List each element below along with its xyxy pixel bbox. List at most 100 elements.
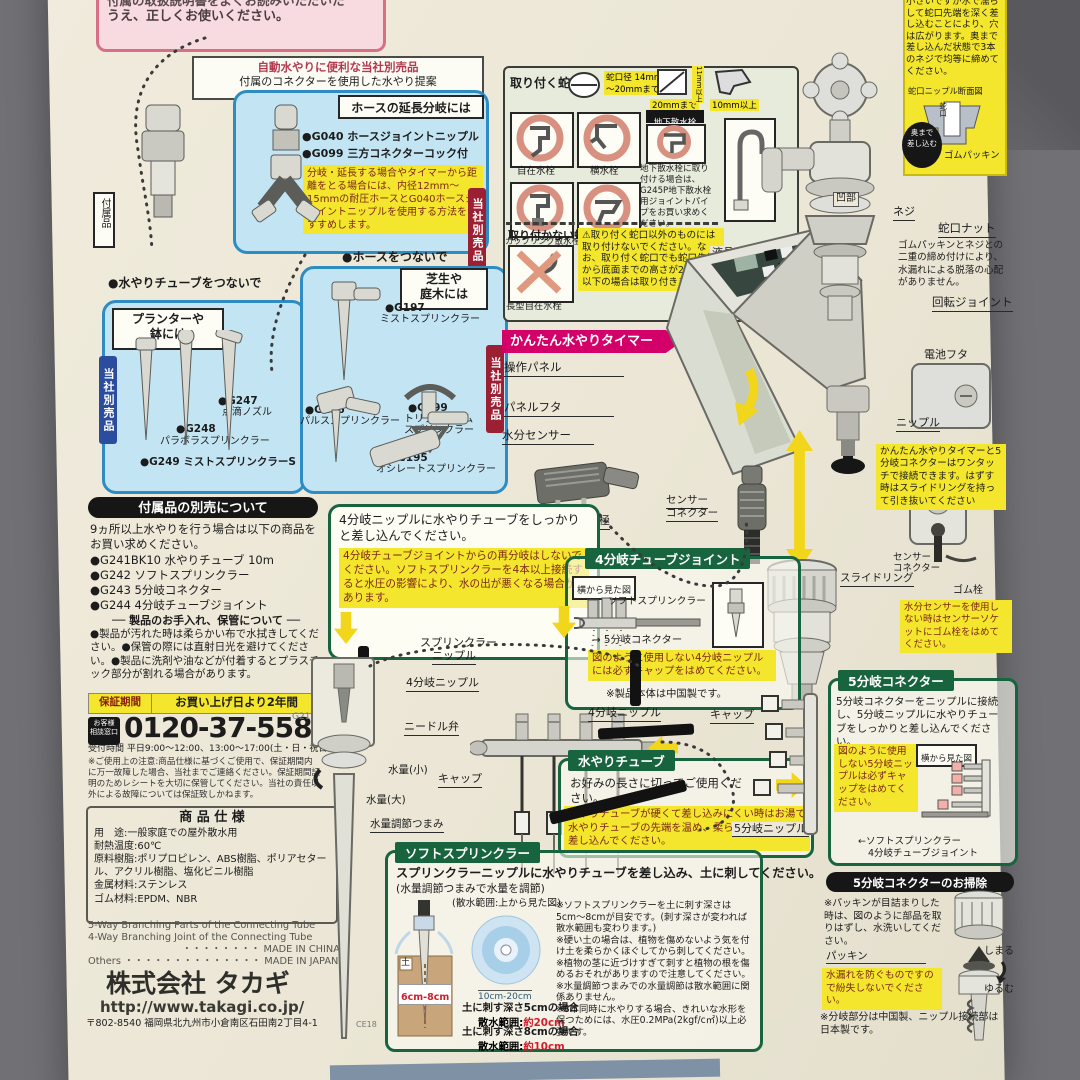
phone-number: 0120-37-5580 [124, 711, 331, 744]
five-way-ref-2: 4分岐チューブジョイント [868, 848, 978, 859]
phone-badge-l1: お客様 [93, 719, 115, 727]
spec-r1-value: 一般家庭での屋外散水用 [127, 827, 238, 839]
insert-bubble: 4分岐ニップルに水やりチューブをしっかりと差し込んでください。 4分岐チューブジ… [328, 504, 600, 660]
rubber-packing-label: ゴムパッキン [944, 150, 1000, 161]
tighten-label: しまる [984, 946, 1014, 957]
g196-name: パルススプリンクラー [300, 416, 400, 427]
sensor-connector-label-2: コネクター [666, 507, 719, 523]
four-way-title: 4分岐チューブジョイント [585, 548, 751, 569]
depth-range-text: 6cm-8cm [401, 992, 450, 1003]
hose-item-g040: ●G040 ホースジョイントニップル [302, 130, 479, 143]
timer-ribbon: かんたん水やりタイマー [502, 330, 682, 353]
notice-line2: うえ、正しくお使いください。 [107, 9, 290, 24]
square-note-2: 11mm以上 [692, 66, 704, 103]
sensor-unused-note: 水分センサーを使用しない時はセンサーソケットにゴム栓をはめてください。 [900, 600, 1012, 654]
g199-name2: スプリンクラー [404, 425, 474, 436]
attachment-text: 付属品 [99, 198, 110, 228]
hose-extension-title: ホースの延長分岐には [338, 95, 484, 119]
needle-sprinkler-cutaway [311, 657, 375, 1039]
rotate-joint-label: 回転ジョイント [932, 295, 1013, 312]
accessories-intro: 9ヵ所以上水やりを行う場合は以下の商品をお買い求めください。 [90, 522, 316, 551]
case1-range-label: 散水範囲: [478, 1017, 524, 1029]
spray-topview-diagram [471, 915, 541, 985]
hose-note: 分岐・延長する場合やタイマーから距離をとる場合には、内径12mm〜15mmの耐圧… [303, 165, 483, 234]
g247-name: 点滴ノズル [222, 407, 272, 418]
case2-range-value: 約10cm [523, 1041, 565, 1053]
notice-box: 付属の取扱説明書をよくお読みいただいた うえ、正しくお使いください。 [96, 0, 386, 52]
tighten-note: ゴムパッキンとネジとの二重の締め付けにより、水漏れによる脱落の心配がありません。 [898, 240, 1004, 288]
footer-code: CE18 [356, 1020, 377, 1029]
lawn-sprinklers-illustration [316, 281, 469, 468]
accessories-item-3: ●G243 5分岐コネクター [90, 583, 222, 597]
four-way-sideview-text: 横から見た図 [577, 586, 632, 596]
warranty-value: お買い上げ日より2年間 [175, 695, 298, 709]
cleaning-title-text: 5分岐コネクターのお掃除 [852, 876, 988, 890]
nipple-note: 小さいですが水で濡らして蛇口先端を深く差し込むことにより、穴は広がります。奥まで… [906, 0, 999, 77]
section-faucet-char: 蛇口 [938, 102, 948, 117]
cap-label-left: キャップ [438, 772, 482, 789]
screw-label: ネジ [893, 205, 915, 222]
faucet-panel-divider [506, 222, 718, 225]
y-connector-illustration [251, 104, 321, 223]
planter-label: プランターや 鉢には [112, 308, 224, 350]
tap-with-timer-illustration [761, 52, 878, 321]
packing-label: パッキン [826, 950, 926, 965]
g248-name: パラボラスプリンクラー [160, 436, 270, 447]
horizontal-tap-icon [583, 114, 631, 162]
underground-tap-text: 地下散水栓 [653, 118, 697, 128]
lawn-l1: 芝生や [425, 272, 462, 286]
phone-code: G216 [292, 712, 317, 722]
lawn-label: 芝生や 庭木には [400, 268, 488, 310]
sprinkler-nipple-label-1: スプリンクラー [420, 636, 497, 649]
sensor-connector2-label-1: センサー [893, 552, 932, 563]
five-way-body: 5分岐コネクターをニップルに接続し、5分岐ニップルに水やりチューブをしっかりと差… [836, 696, 999, 748]
hose-item-g099: ●G099 三方コネクターコック付 [302, 147, 468, 160]
recess-label: 凹部 [833, 192, 859, 207]
four-way-five-label: → 5分岐コネクター [592, 634, 683, 646]
section-diagram-label: 蛇口ニップル断面図 [908, 86, 983, 96]
besshin-tab-left: 当社別売品 [99, 356, 117, 444]
footer-en-1: 5-Way Branching Parts of the Connecting … [88, 920, 316, 931]
spec-r3-value: ポリプロピレン、ABS樹脂、ポリアセタール、アクリル樹脂、塩化ビニル樹脂 [94, 854, 327, 879]
spec-r4-value: ステンレス [137, 880, 188, 892]
cleaning-title: 5分岐コネクターのお掃除 [826, 872, 1014, 892]
case1-range-value: 約20cm [523, 1017, 565, 1029]
faucet-label-1: 自在水栓 [517, 166, 556, 177]
soil-char-label: 土 [401, 958, 411, 968]
battery-lid-illustration [911, 363, 991, 429]
soft-note-1: ※ソフトスプリンクラーを土に刺す深さは5cm〜8cmが目安です。(刺す深さが変わ… [556, 900, 748, 935]
spec-box: 商 品 仕 様 用 途:一般家庭での屋外散水用 耐熱温度:60℃ 原料樹脂:ポリ… [86, 806, 338, 924]
footer-en-2: 4-Way Branching Joint of the Connecting … [88, 932, 313, 943]
footer-en-3: ・・・・・・・・ MADE IN CHINA [182, 944, 340, 955]
notice-line1: 付属の取扱説明書をよくお読みいただいた [107, 0, 345, 8]
packing-note: 水漏れを防ぐものですので紛失しないでください。 [822, 968, 942, 1011]
loosen-label: ゆるむ [984, 984, 1014, 995]
cleaning-parts-illustration [954, 890, 1004, 1041]
planter-spikes-illustration [135, 330, 243, 451]
soft-sub: (水量調節つまみで水量を調節) [396, 882, 545, 895]
four-nipple-label-right: 4分岐ニップル [588, 706, 661, 723]
five-way-side-diagram [921, 759, 991, 818]
swivel-tap-icon [516, 114, 564, 162]
slide-ring-label: スライドリング [840, 572, 914, 588]
spec-r3-label: 原料樹脂 [94, 854, 134, 865]
soft-notes: ※ソフトスプリンクラーを土に刺す深さは5cm〜8cmが目安です。(刺す深さが変わ… [556, 900, 752, 1038]
sensor-connector-label-1: センサー [666, 494, 708, 510]
lawn-l2: 庭木には [419, 287, 468, 302]
five-way-title: 5分岐コネクター [838, 670, 954, 691]
g197-code: ●G197 [385, 302, 425, 314]
four-way-side-diagram [574, 597, 701, 651]
notfit-icon-label: 長型自在水栓 [506, 301, 562, 312]
depth-range-label: 6cm-8cm [398, 984, 453, 1006]
suggestion-line2: 付属のコネクターを使用した水やり提案 [239, 74, 437, 88]
spec-r5-label: ゴム材料 [94, 893, 134, 905]
warranty-label: 保証期間 [89, 694, 152, 713]
planter-l2: 鉢には [149, 327, 186, 342]
tube-connect-label: ●水やりチューブをつないで [108, 276, 262, 290]
faucet-label-2: 横水栓 [590, 166, 619, 177]
faucet-label-3: カップリング散水栓 [505, 236, 580, 246]
four-way-soft-label: ソフトスプリンクラー [608, 596, 706, 607]
besshin-tab-top: 当社別売品 [468, 188, 486, 272]
soft-note-4: ※水量調節つまみでの水量調節は散水範囲に関係ありません。 [556, 980, 750, 1004]
soft-topview-label: (散水範囲:上から見た図) [452, 898, 561, 909]
